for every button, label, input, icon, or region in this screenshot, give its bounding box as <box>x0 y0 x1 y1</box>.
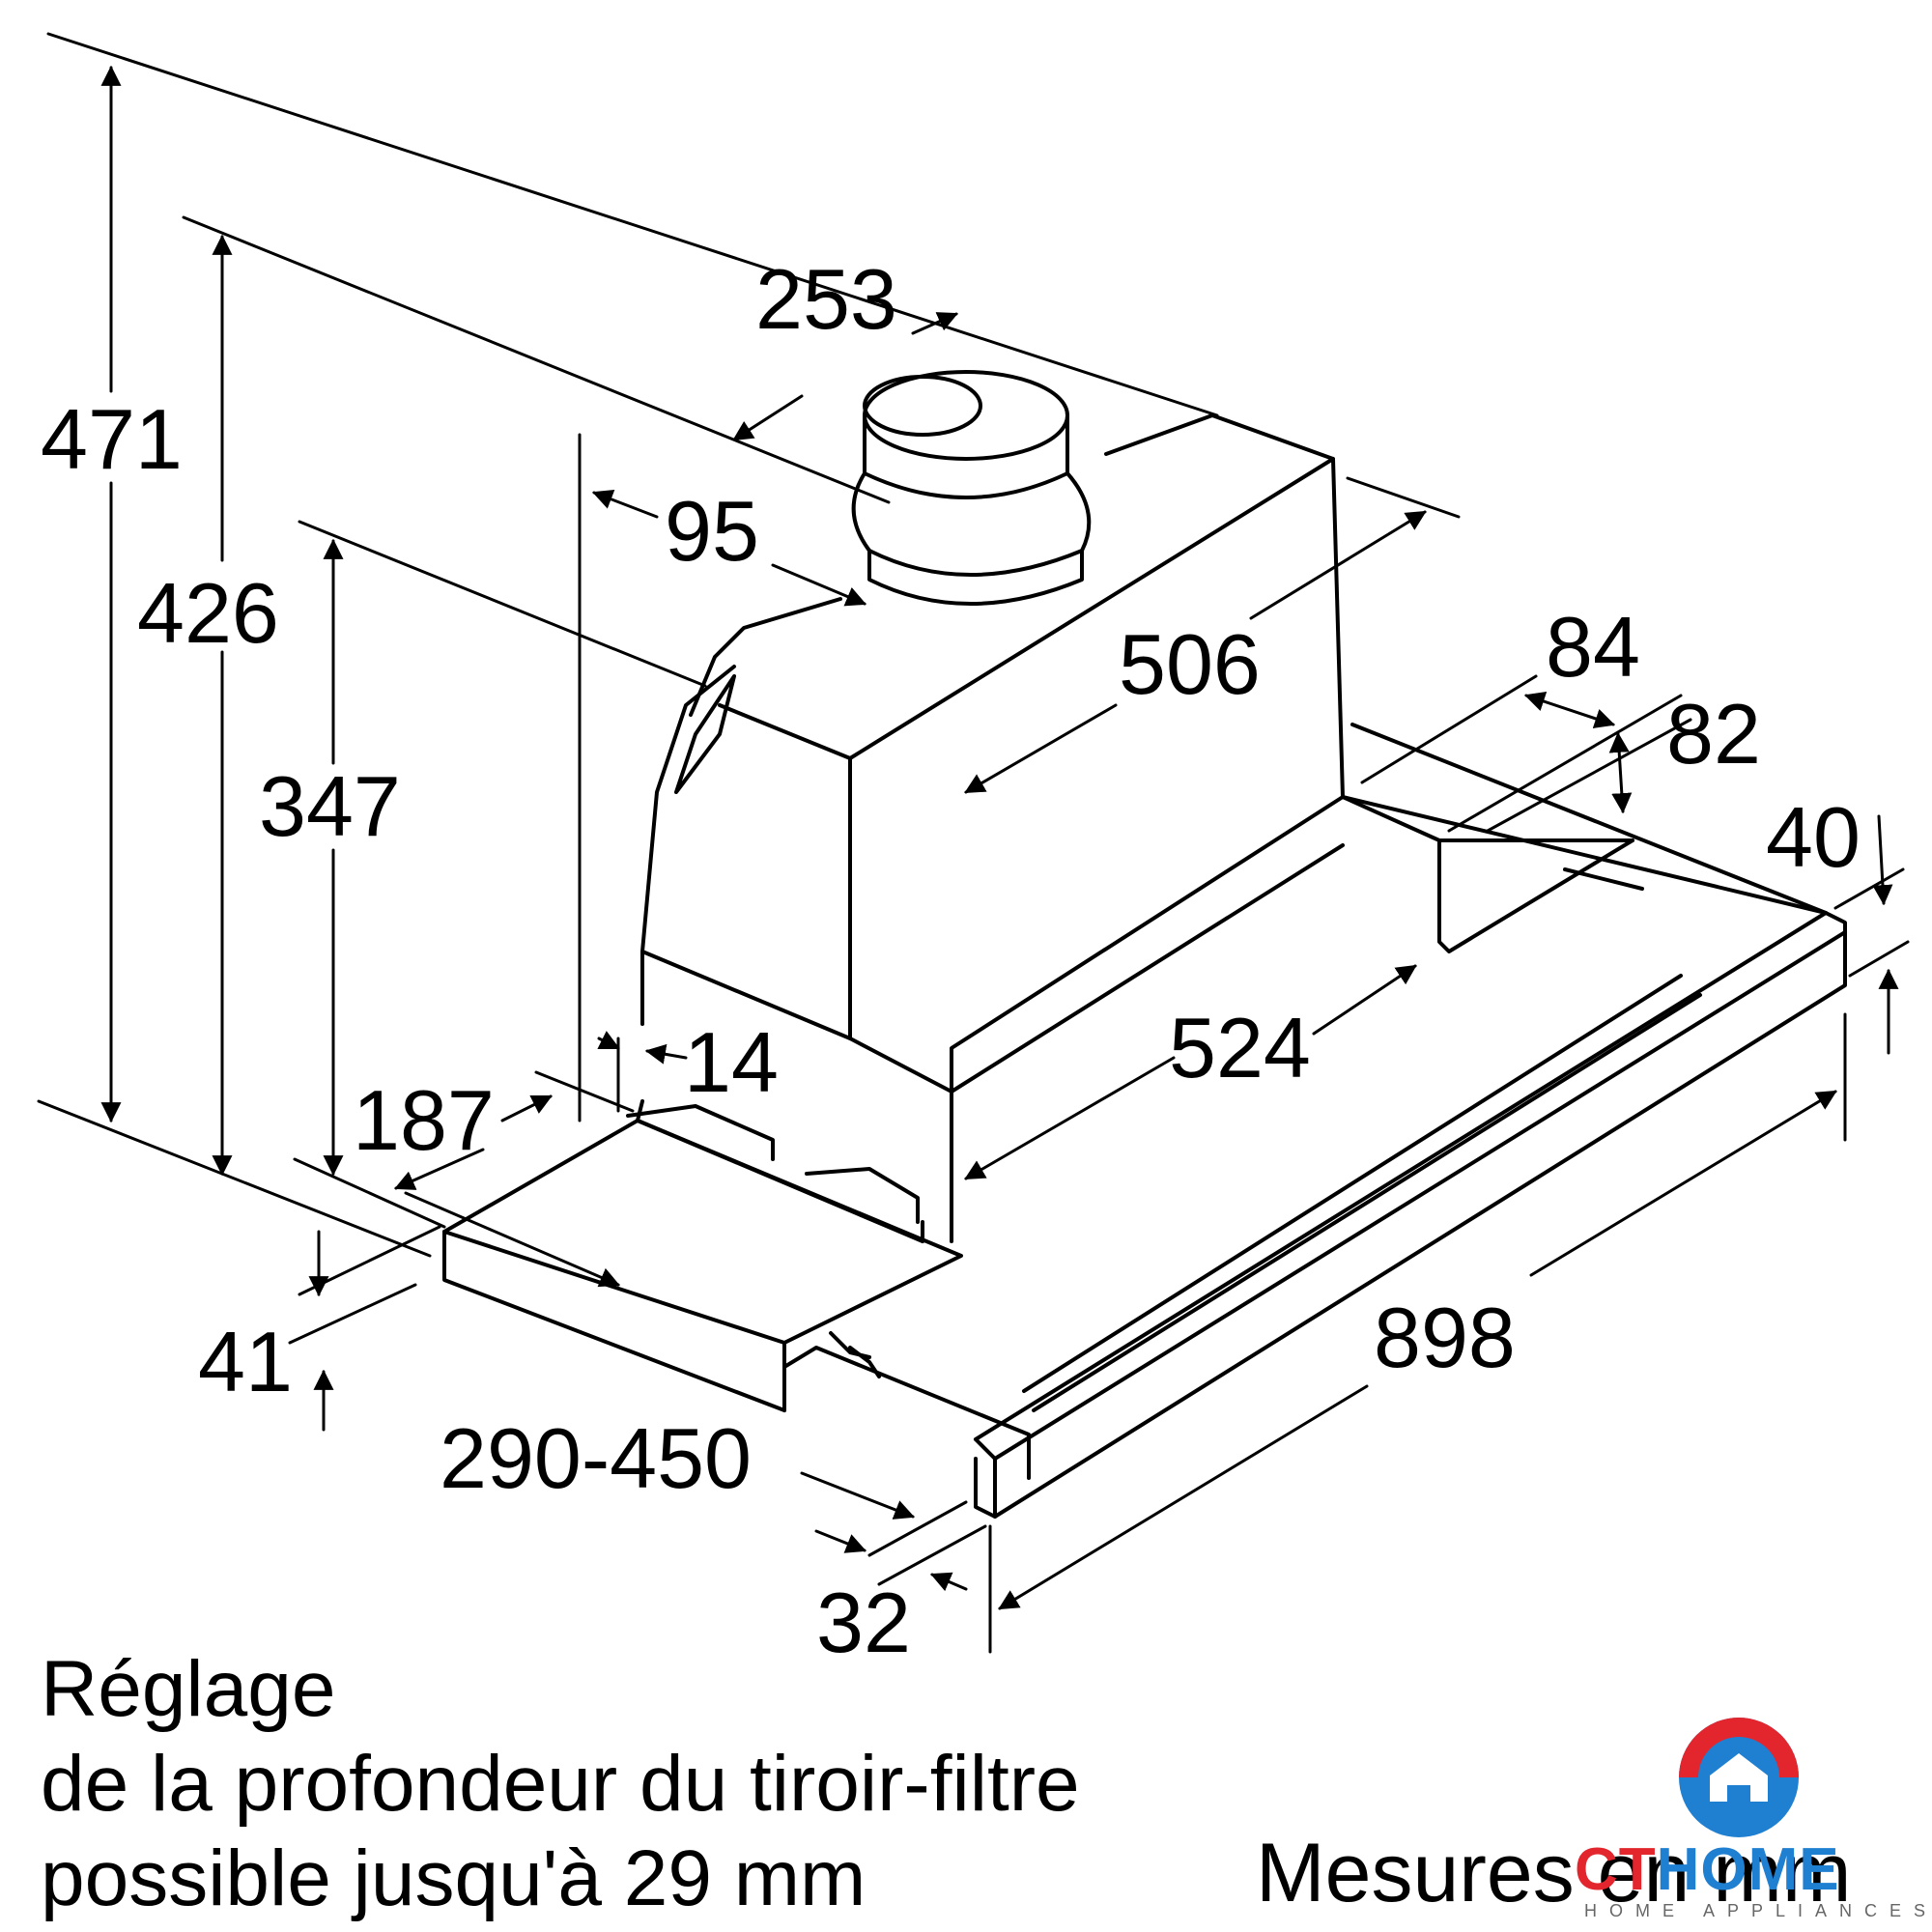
note-line-1: Réglage <box>41 1645 336 1733</box>
depth-adjustment-note: Réglage de la profondeur du tiroir-filtr… <box>41 1642 1080 1926</box>
dim-187: 187 <box>353 1072 495 1168</box>
dim-471: 471 <box>41 391 183 487</box>
dim-14: 14 <box>684 1014 779 1110</box>
dim-40: 40 <box>1766 789 1861 885</box>
dim-253: 253 <box>755 251 897 347</box>
dim-290-450: 290-450 <box>440 1410 752 1506</box>
dimension-labels: 471 426 347 253 95 506 84 82 40 14 187 5… <box>41 251 1861 1670</box>
dim-898: 898 <box>1374 1290 1516 1385</box>
dim-82: 82 <box>1666 686 1761 781</box>
dimension-lines <box>100 65 1899 1610</box>
dim-347: 347 <box>259 758 401 854</box>
dim-524: 524 <box>1169 1000 1311 1095</box>
dim-32: 32 <box>816 1575 911 1670</box>
dim-84: 84 <box>1546 599 1640 695</box>
logo-tagline: HOME APPLIANCES <box>1584 1901 1932 1920</box>
units-label: Mesures en mm <box>1256 1827 1852 1919</box>
dim-41: 41 <box>198 1314 293 1409</box>
logo-wordmark: CTHOME <box>1575 1835 1840 1904</box>
hood-body <box>442 370 1847 1519</box>
logo-ct: CT <box>1575 1836 1657 1903</box>
note-line-2: de la profondeur du tiroir-filtre <box>41 1740 1080 1828</box>
cthome-logo-icon <box>1679 1718 1799 1837</box>
note-line-3: possible jusqu'à 29 mm <box>41 1834 867 1922</box>
dim-426: 426 <box>137 565 279 661</box>
dim-506: 506 <box>1119 616 1261 712</box>
logo-home: HOME <box>1656 1836 1840 1903</box>
extension-lines <box>37 32 1910 1654</box>
dim-95: 95 <box>665 483 759 579</box>
